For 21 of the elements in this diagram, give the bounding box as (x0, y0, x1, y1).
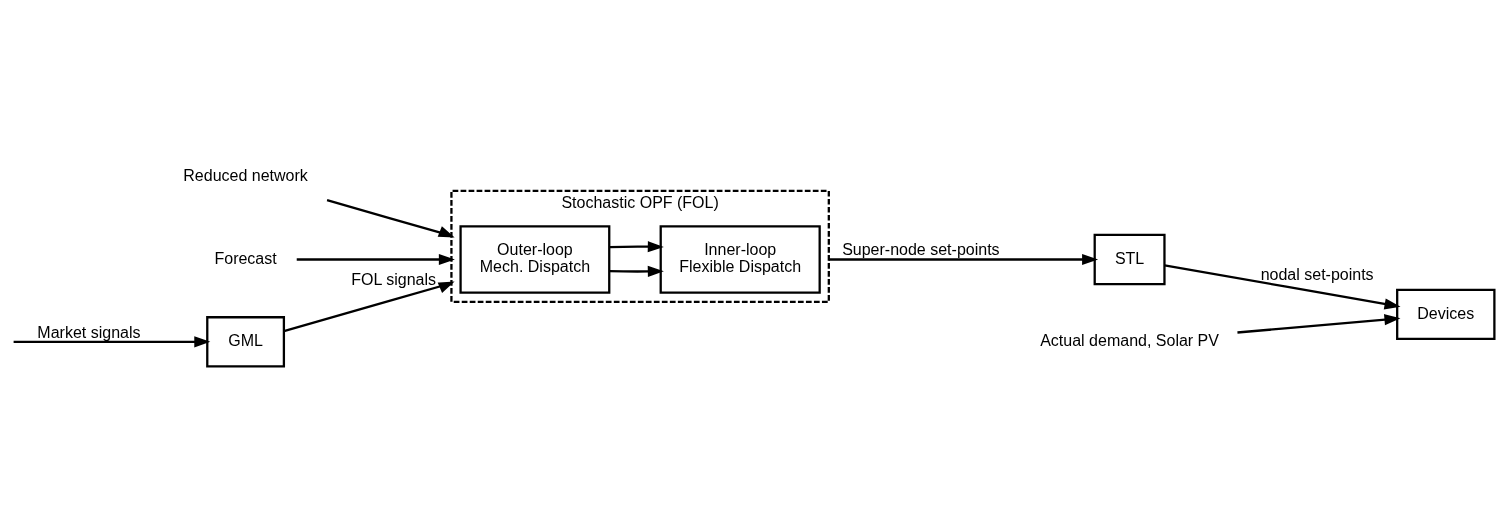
arrow (296, 253, 455, 266)
node-text: Forecast (214, 249, 277, 267)
edge-label: FOL signals (351, 270, 437, 288)
arrow (326, 199, 455, 238)
node-box: GML (206, 316, 286, 368)
node-box: Devices (1396, 288, 1496, 341)
arrow (13, 336, 211, 348)
node-box: Inner-loop Flexible Dispatch (659, 225, 821, 294)
node-box: Outer-loop Mech. Dispatch (459, 225, 611, 294)
node-text: Reduced network (183, 167, 308, 185)
edge-label: Market signals (37, 323, 141, 341)
edge-label: Super-node set-points (842, 241, 1000, 259)
node-box: STL (1093, 233, 1166, 286)
arrow (1164, 264, 1401, 310)
arrow (609, 241, 664, 253)
arrow (283, 281, 455, 333)
node-text: Actual demand, Solar PV (1040, 332, 1219, 350)
arrow (609, 265, 664, 278)
arrow (1237, 314, 1401, 334)
edge-label: nodal set-points (1260, 266, 1374, 284)
arrow (828, 253, 1099, 266)
